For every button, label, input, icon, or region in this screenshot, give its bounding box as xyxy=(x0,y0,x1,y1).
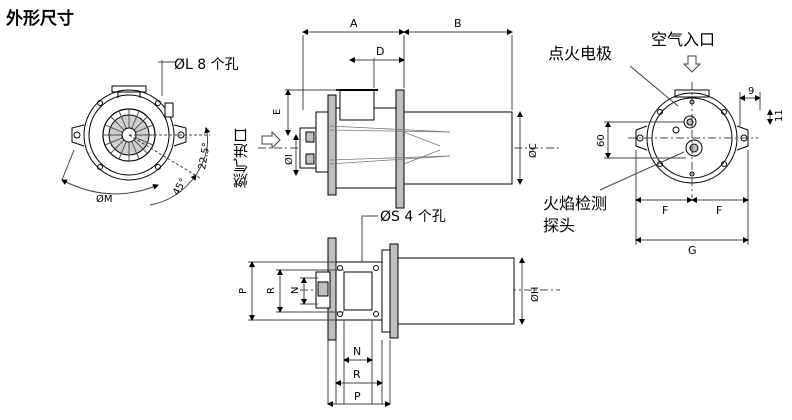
flame-probe-label-2: 探头 xyxy=(543,216,576,235)
dim-n-vert: N xyxy=(290,287,301,294)
dim-d: D xyxy=(376,45,384,58)
dim-oh: ØH xyxy=(529,287,541,302)
rear-view xyxy=(599,55,773,245)
gas-inlet-label: 燃气进口 xyxy=(232,128,250,188)
holes-l-label: ØL 8 个孔 xyxy=(174,57,239,73)
ignition-electrode-label: 点火电极 xyxy=(548,44,613,63)
dim-p-horiz: P xyxy=(354,390,361,403)
dim-60: 60 xyxy=(596,134,607,147)
dim-f-left: F xyxy=(662,204,668,217)
dim-g: G xyxy=(688,244,697,257)
dim-angle-45: 45° xyxy=(171,177,189,198)
side-view xyxy=(258,29,560,209)
flame-probe-label-1: 火焰检测 xyxy=(543,194,608,213)
dim-n-horiz: N xyxy=(353,345,361,358)
dim-9: 9 xyxy=(748,86,754,97)
dim-angle-22: 22.5° xyxy=(197,142,213,171)
front-view xyxy=(61,60,211,206)
dim-f-right: F xyxy=(716,204,722,217)
bottom-view xyxy=(248,215,560,407)
dim-b: B xyxy=(454,17,462,30)
dim-r-horiz: R xyxy=(353,368,361,381)
page-title: 外形尺寸 xyxy=(6,9,74,29)
dim-a: A xyxy=(350,17,358,30)
air-inlet-label: 空气入口 xyxy=(651,30,716,49)
dim-11: 11 xyxy=(774,109,785,122)
holes-s-label: ØS 4 个孔 xyxy=(380,209,446,225)
dim-p-vert: P xyxy=(238,288,249,294)
dim-r-vert: R xyxy=(266,287,277,294)
dim-oc: ØC xyxy=(527,143,539,158)
dim-om: ØM xyxy=(96,193,113,205)
dim-oi: ØI xyxy=(283,154,295,165)
dim-e: E xyxy=(272,109,283,115)
